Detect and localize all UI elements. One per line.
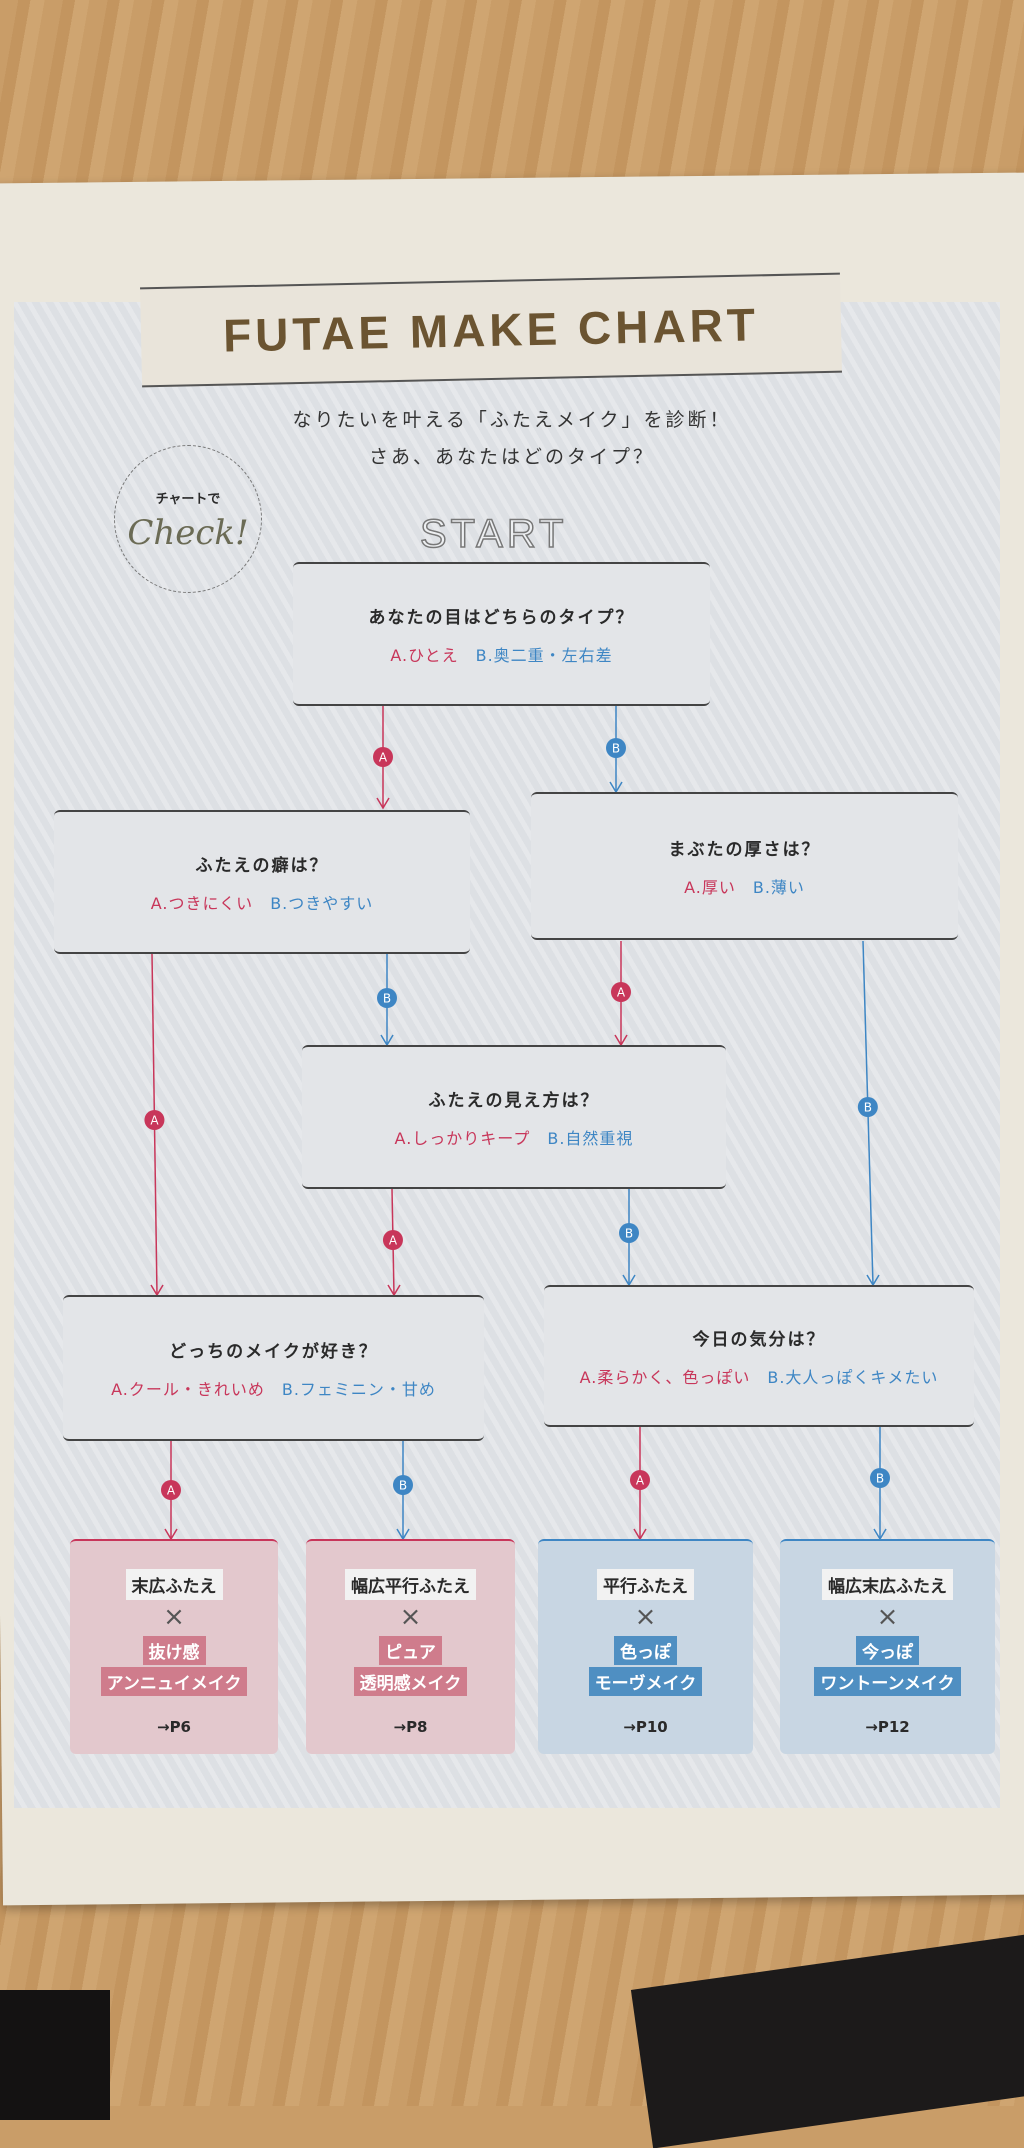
subtitle-line: なりたいを叶える「ふたえメイク」を診断！ xyxy=(292,409,732,431)
badge-label: B xyxy=(876,1472,884,1486)
make-tag: 透明感メイク xyxy=(353,1667,468,1696)
result-type: 平行ふたえ xyxy=(597,1569,694,1600)
shadow xyxy=(0,1990,110,2120)
option-b: B.奥二重・左右差 xyxy=(475,645,613,665)
option-b: B.大人っぽくキメたい xyxy=(767,1367,939,1387)
make-tag: 抜け感 xyxy=(142,1636,206,1665)
badge-b xyxy=(857,1097,878,1117)
badge-b xyxy=(870,1468,890,1488)
page-ref: →P8 xyxy=(393,1718,428,1736)
option-a: A.厚い xyxy=(684,877,736,897)
option-a: A.柔らかく、色っぽい xyxy=(579,1367,751,1387)
option-b: B.自然重視 xyxy=(547,1128,634,1148)
option-b: B.薄い xyxy=(752,877,805,897)
badge-label: A xyxy=(636,1474,645,1488)
page-ref: →P6 xyxy=(157,1718,191,1736)
make-tag: 今っぽ xyxy=(856,1636,919,1665)
badge-label: B xyxy=(625,1227,633,1241)
option-a: A.ひとえ xyxy=(390,645,459,665)
badge-label: A xyxy=(617,986,626,1000)
badge-label: B xyxy=(399,1479,407,1493)
result-card: 末広ふたえ × 抜け感 アンニュイメイク →P6 xyxy=(70,1539,278,1754)
badge-a xyxy=(373,747,393,767)
make-tag: 色っぽ xyxy=(614,1636,677,1665)
badge-label: A xyxy=(389,1234,398,1248)
question-text: どっちのメイクが好き？ xyxy=(169,1341,378,1362)
result-card: 幅広平行ふたえ × ピュア 透明感メイク →P8 xyxy=(306,1539,515,1754)
badge-label: A xyxy=(150,1114,159,1128)
question-text: まぶたの厚さは？ xyxy=(668,839,821,860)
page-ref: →P10 xyxy=(623,1718,668,1736)
make-tag: ピュア xyxy=(379,1636,442,1665)
question-text: 今日の気分は？ xyxy=(692,1329,826,1350)
question-box: 今日の気分は？ A.柔らかく、色っぽい B.大人っぽくキメたい xyxy=(544,1285,974,1427)
arrowhead-icon xyxy=(376,797,390,810)
badge-b xyxy=(606,738,626,758)
badge-a xyxy=(611,982,631,1002)
times-sign: × xyxy=(399,1602,422,1632)
make-tag: アンニュイメイク xyxy=(100,1667,248,1696)
check-big-text: Check! xyxy=(127,513,249,553)
question-box: あなたの目はどちらのタイプ？ A.ひとえ B.奥二重・左右差 xyxy=(293,562,710,706)
question-box: ふたえの見え方は？ A.しっかりキープ B.自然重視 xyxy=(302,1045,726,1189)
result-type: 幅広末広ふたえ xyxy=(822,1569,953,1600)
question-box: ふたえの癖は？ A.つきにくい B.つきやすい xyxy=(54,810,470,954)
subtitle-line: さあ、あなたはどのタイプ？ xyxy=(368,446,655,468)
page-ref: →P12 xyxy=(865,1718,910,1736)
option-a: A.つきにくい xyxy=(150,893,254,913)
badge-label: B xyxy=(612,742,620,756)
times-sign: × xyxy=(634,1602,657,1632)
badge-label: B xyxy=(383,992,391,1006)
option-b: B.フェミニン・甘め xyxy=(281,1379,436,1399)
badge-b xyxy=(377,988,397,1008)
badge-label: A xyxy=(167,1484,176,1498)
start-label: START xyxy=(419,511,568,557)
times-sign: × xyxy=(876,1602,899,1632)
option-a: A.しっかりキープ xyxy=(394,1128,531,1148)
question-box: どっちのメイクが好き？ A.クール・きれいめ B.フェミニン・甘め xyxy=(63,1295,484,1441)
make-tag: モーヴメイク xyxy=(588,1667,703,1696)
check-small-text: チャートで xyxy=(155,492,221,507)
check-badge: チャートで Check! xyxy=(114,445,262,593)
question-text: ふたえの見え方は？ xyxy=(428,1090,600,1111)
question-text: ふたえの癖は？ xyxy=(195,855,329,876)
badge-label: B xyxy=(864,1101,872,1115)
badge-b xyxy=(393,1475,413,1495)
badge-label: A xyxy=(379,751,388,765)
badge-a xyxy=(161,1480,181,1500)
make-tag: ワントーンメイク xyxy=(814,1667,961,1696)
result-type: 末広ふたえ xyxy=(125,1569,223,1600)
times-sign: × xyxy=(163,1602,185,1632)
option-a: A.クール・きれいめ xyxy=(111,1379,265,1399)
result-card: 平行ふたえ × 色っぽ モーヴメイク →P10 xyxy=(538,1539,753,1754)
badge-a xyxy=(630,1470,650,1490)
option-b: B.つきやすい xyxy=(270,893,374,913)
result-card: 幅広末広ふたえ × 今っぽ ワントーンメイク →P12 xyxy=(780,1539,995,1754)
question-text: あなたの目はどちらのタイプ？ xyxy=(368,607,635,628)
question-box: まぶたの厚さは？ A.厚い B.薄い xyxy=(531,792,958,940)
result-type: 幅広平行ふたえ xyxy=(345,1569,476,1600)
badge-b xyxy=(619,1223,639,1243)
badge-a xyxy=(382,1230,403,1250)
badge-a xyxy=(144,1110,165,1130)
